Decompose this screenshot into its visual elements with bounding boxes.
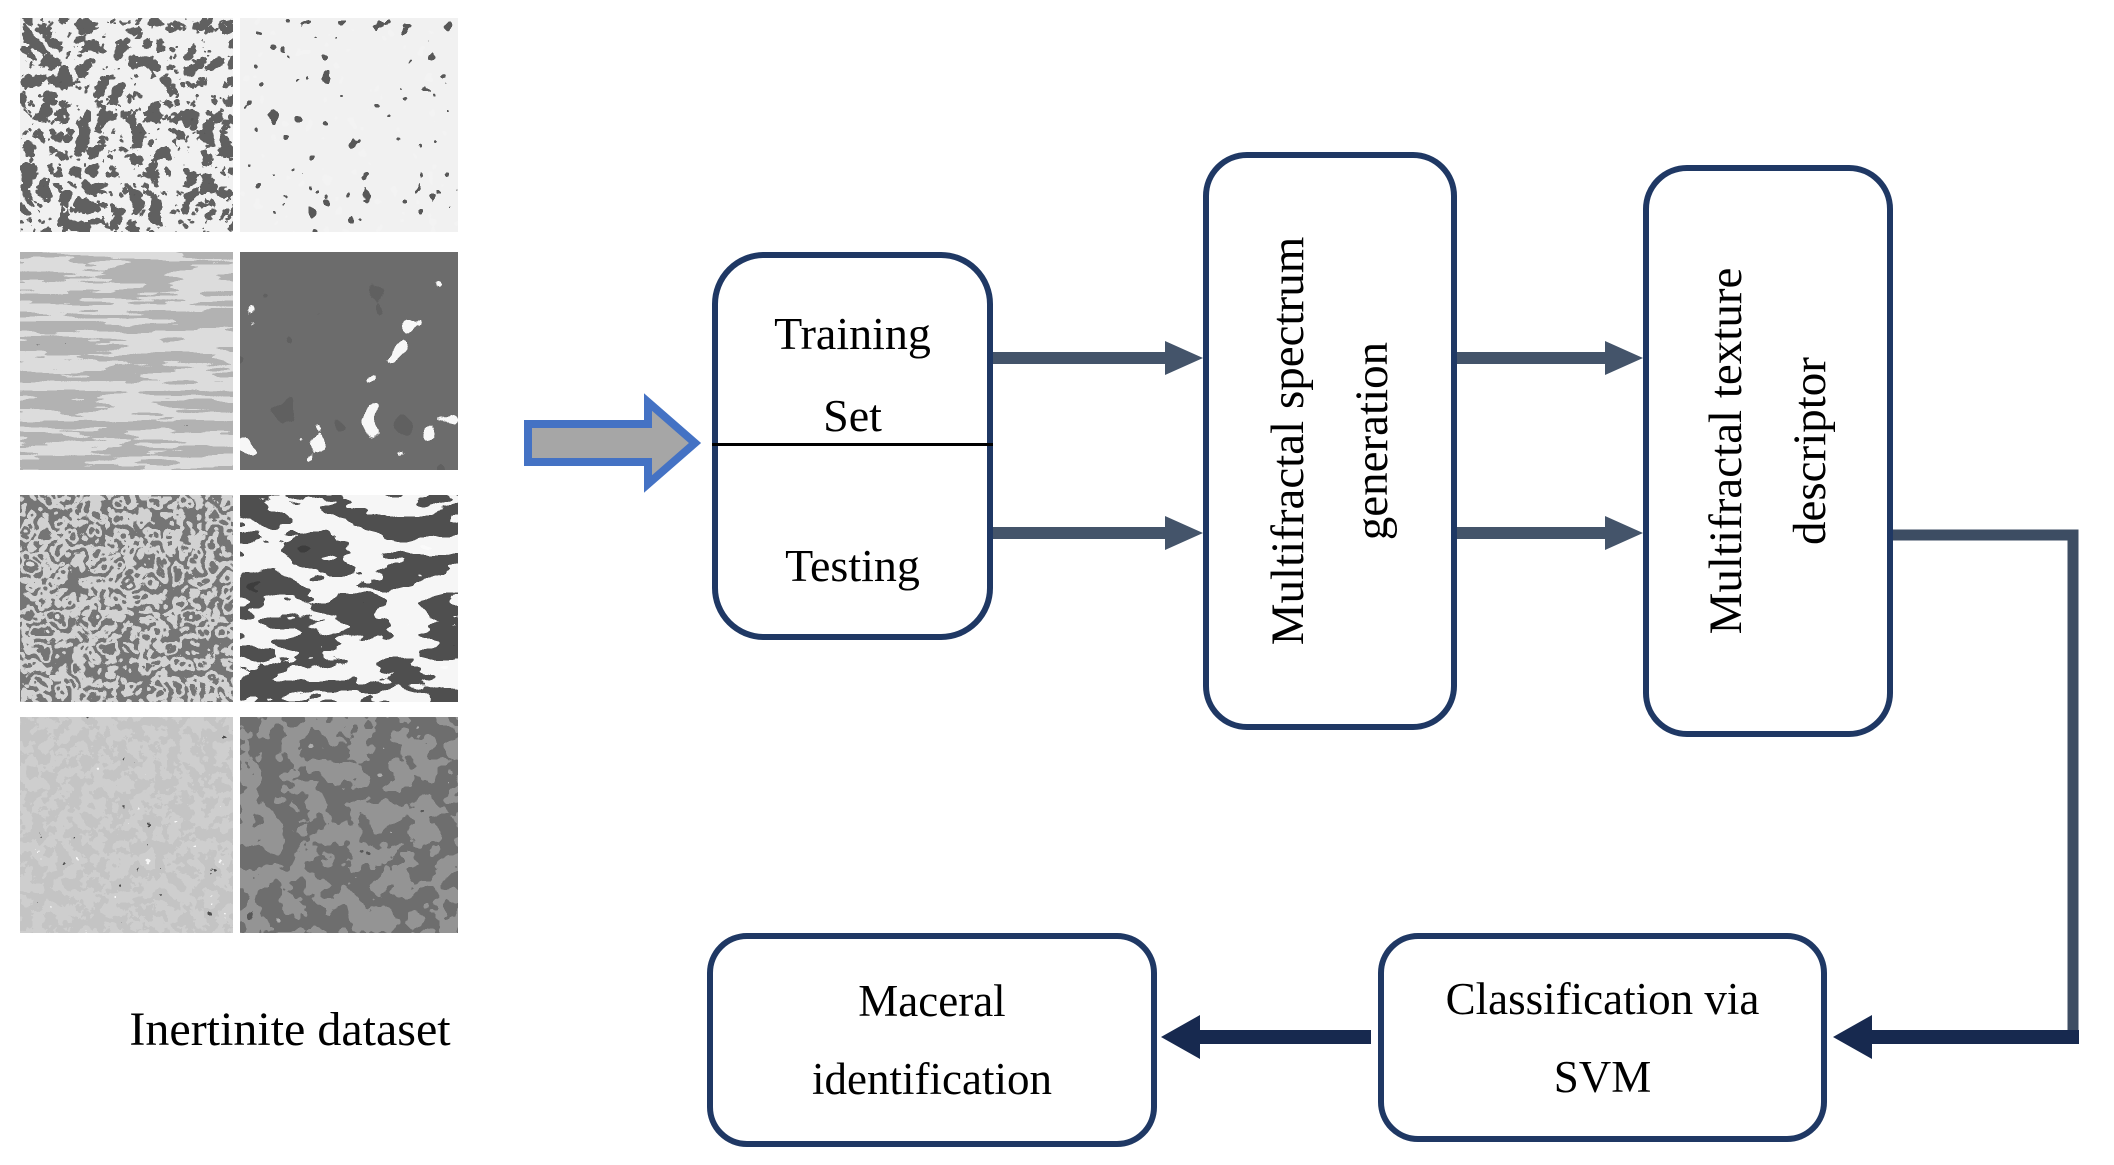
train-test-split-box: Training Set Testing	[712, 252, 993, 640]
texture-tile-1	[20, 18, 233, 232]
connector-to-svm-arrow	[1833, 1015, 2079, 1059]
maceral-identification-label-line2: identification	[812, 1054, 1052, 1104]
texture-tile-5	[20, 495, 233, 702]
svm-classification-box: Classification via SVM	[1378, 933, 1827, 1142]
svm-classification-label-line1: Classification via	[1445, 973, 1760, 1024]
texture-tile-4	[240, 252, 458, 470]
maceral-identification-label: Maceral identification	[713, 962, 1151, 1118]
texture-tile-8	[240, 717, 458, 933]
spectrum-to-descriptor-lower-arrow	[1457, 516, 1643, 550]
texture-tile-7	[20, 717, 233, 933]
training-to-spectrum-arrow	[993, 341, 1203, 375]
svm-classification-label: Classification via SVM	[1384, 960, 1821, 1116]
training-set-label-line2: Set	[823, 390, 882, 441]
texture-tile-6	[240, 495, 458, 702]
texture-descriptor-box: Multifractal texture descriptor	[1643, 165, 1893, 737]
svm-to-maceral-arrow	[1161, 1015, 1371, 1059]
descriptor-to-svm-connector	[1893, 529, 2079, 1037]
spectrum-generation-label: Multifractal spectrum generation	[1246, 237, 1414, 646]
train-test-divider	[712, 443, 993, 446]
dataset-label: Inertinite dataset	[129, 1003, 451, 1056]
svm-classification-label-line2: SVM	[1553, 1051, 1652, 1102]
spectrum-to-descriptor-upper-arrow	[1457, 341, 1643, 375]
texture-descriptor-label: Multifractal texture descriptor	[1684, 268, 1852, 635]
spectrum-generation-label-line1: Multifractal spectrum	[1262, 236, 1314, 646]
training-set-label-line1: Training	[774, 308, 931, 359]
dataset-input-block-arrow	[524, 393, 702, 493]
texture-tile-3	[20, 252, 233, 470]
testing-to-spectrum-arrow	[993, 516, 1203, 550]
texture-descriptor-label-line2: descriptor	[1784, 357, 1836, 545]
testing-label: Testing	[785, 540, 920, 591]
texture-descriptor-label-line1: Multifractal texture	[1700, 267, 1752, 635]
spectrum-generation-box: Multifractal spectrum generation	[1203, 152, 1457, 730]
maceral-identification-box: Maceral identification	[707, 933, 1157, 1147]
maceral-identification-label-line1: Maceral	[858, 976, 1006, 1026]
spectrum-generation-label-line2: generation	[1346, 341, 1398, 541]
texture-tile-2	[240, 18, 458, 232]
